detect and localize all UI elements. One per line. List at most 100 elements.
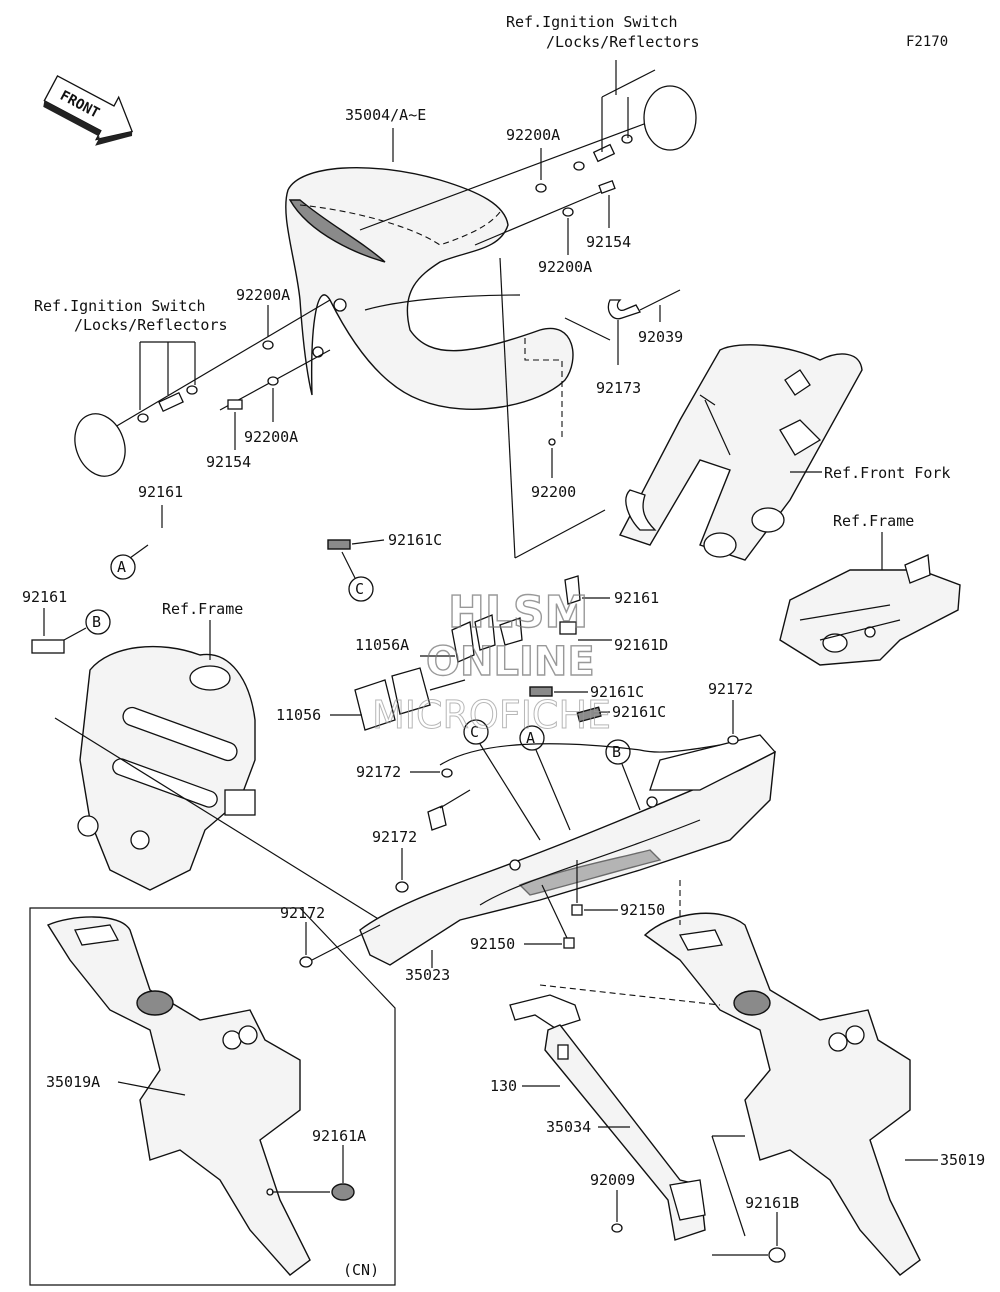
nut-left2[interactable] <box>186 385 198 395</box>
bolt-130[interactable] <box>557 1044 569 1060</box>
leader-92172-left-b <box>311 924 381 961</box>
callout-C-top-text: C <box>355 580 364 598</box>
leader-callout-B-left <box>63 627 87 641</box>
reflector-right[interactable] <box>643 85 697 151</box>
label-92200A-left: 92200A <box>236 286 290 304</box>
label-35019A: 35019A <box>46 1073 100 1091</box>
bolt-92172-right[interactable] <box>727 735 739 745</box>
label-92154-left: 92154 <box>206 453 251 471</box>
rear-fender-35019A[interactable] <box>46 916 311 1276</box>
leader-callout-A-left <box>129 544 149 559</box>
diagram-code: F2170 <box>906 34 948 50</box>
pad-92161C-mid2[interactable] <box>576 706 602 723</box>
spacer-right[interactable] <box>592 143 616 163</box>
label-92150-b: 92150 <box>470 935 515 953</box>
label-92172-right: 92172 <box>708 680 753 698</box>
wiring-harness <box>439 743 721 766</box>
nut-right2[interactable] <box>621 134 633 144</box>
label-92172-low: 92172 <box>372 828 417 846</box>
label-92161-b: 92161 <box>22 588 67 606</box>
wire-small <box>439 789 471 809</box>
clip-92173[interactable] <box>607 299 641 320</box>
nut-left[interactable] <box>137 413 149 423</box>
front-direction-arrow: FRONT <box>43 75 134 146</box>
bolt-92009[interactable] <box>611 1223 623 1233</box>
callout-C-mid <box>463 719 489 745</box>
callout-B-mid-text: B <box>612 743 621 761</box>
bracket-35034[interactable] <box>509 994 706 1241</box>
nut-right[interactable] <box>573 161 585 171</box>
label-92039: 92039 <box>638 328 683 346</box>
leader-frame-left-b <box>54 717 381 921</box>
callout-B-mid <box>605 739 631 765</box>
rear-fender-35019[interactable] <box>643 912 921 1276</box>
label-92161A: 92161A <box>312 1127 366 1145</box>
frame-right <box>779 554 961 666</box>
wire-11056 <box>429 679 466 691</box>
label-35023: 35023 <box>405 966 450 984</box>
clip-92200[interactable] <box>548 438 556 446</box>
pad-92161-mid[interactable] <box>564 575 581 605</box>
wire-92039[interactable] <box>639 289 681 311</box>
pad-92161D[interactable] <box>559 621 577 635</box>
callout-B-left-text: B <box>92 613 101 631</box>
leader-35019A <box>117 1081 186 1096</box>
front-fender[interactable] <box>285 166 574 410</box>
bolt-92154-left[interactable] <box>227 399 243 410</box>
leader-hw-right2 <box>474 187 611 246</box>
bolt-92172-low[interactable] <box>395 881 409 893</box>
leader-92173a <box>564 317 611 341</box>
label-35034: 35034 <box>546 1118 591 1136</box>
connector-11056A[interactable] <box>451 614 523 663</box>
leader-ign-right-a <box>601 69 656 98</box>
reflector-92161A[interactable] <box>331 1183 355 1201</box>
washer-92200A-left2[interactable] <box>267 376 279 386</box>
label-92161-mid: 92161 <box>614 589 659 607</box>
connector-small[interactable] <box>427 805 447 831</box>
label-92009: 92009 <box>590 1171 635 1189</box>
bolt-92150-a[interactable] <box>571 904 583 916</box>
label-92200: 92200 <box>531 483 576 501</box>
leader-fork-a <box>499 257 516 559</box>
label-92172-mid: 92172 <box>356 763 401 781</box>
leader-bracket-right-b <box>711 1135 746 1237</box>
inset-note: (CN) <box>343 1261 379 1279</box>
relay-11056[interactable] <box>354 667 431 731</box>
leader-callout-C-top <box>341 551 356 579</box>
reflector-left[interactable] <box>67 407 134 484</box>
label-92161C-mid1: 92161C <box>590 683 644 701</box>
washer-92200A-top[interactable] <box>535 183 547 193</box>
bolt-92172-mid[interactable] <box>441 768 453 778</box>
washer-92200A-right[interactable] <box>562 207 574 217</box>
ref-ignition-left-2: /Locks/Reflectors <box>74 316 228 334</box>
reflector-92161B[interactable] <box>768 1247 786 1263</box>
label-130: 130 <box>490 1077 517 1095</box>
pad-92161C-top[interactable] <box>327 539 351 550</box>
leader-callout-A-mid <box>535 749 571 831</box>
bolt-92154-right[interactable] <box>598 180 616 194</box>
label-35004: 35004/A~E <box>345 106 426 124</box>
watermark-line2: ONLINE <box>426 639 595 685</box>
label-92161C-top: 92161C <box>388 531 442 549</box>
ref-ignition-right-1: Ref.Ignition Switch <box>506 13 678 31</box>
bolt-92150-b[interactable] <box>563 937 575 949</box>
label-92200A-left2: 92200A <box>244 428 298 446</box>
watermark-line3: MICROFICHE <box>372 693 611 737</box>
label-92161-a: 92161 <box>138 483 183 501</box>
callout-B-left <box>85 609 111 635</box>
spacer-left[interactable] <box>158 391 184 413</box>
inset-box <box>29 907 396 1286</box>
label-92161B: 92161B <box>745 1194 799 1212</box>
leader-hw-left <box>109 299 331 431</box>
washer-92200A-left[interactable] <box>262 340 274 350</box>
bolt-92172-left[interactable] <box>299 956 313 968</box>
label-92200A-right: 92200A <box>538 258 592 276</box>
ref-frame-right: Ref.Frame <box>833 512 914 530</box>
pad-92161C-mid1[interactable] <box>529 686 553 697</box>
label-plate-92161-b[interactable] <box>31 639 65 654</box>
leader-hw-right <box>359 117 661 231</box>
front-fork <box>618 344 863 561</box>
watermark-line1: HLSM <box>448 587 588 638</box>
label-92173: 92173 <box>596 379 641 397</box>
rear-inner-fender[interactable] <box>359 734 777 966</box>
